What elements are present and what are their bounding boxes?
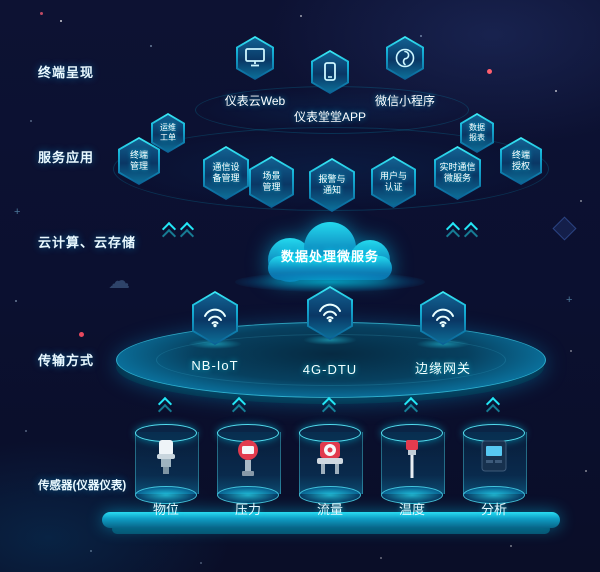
service-node-label: 报警与 通知 [318, 174, 346, 195]
service-node-label: 场景 管理 [262, 171, 281, 192]
layer-label-cloud: 云计算、云存储 [38, 235, 137, 250]
terminal-label-app: 仪表堂堂APP [293, 110, 366, 124]
service-node-label: 通信设 备管理 [212, 162, 240, 183]
service-node-label: 数据 报表 [469, 123, 485, 142]
sensor-pedestal-pressure [217, 424, 281, 504]
up-chevron-icon [321, 396, 337, 419]
sensor-label-temperature: 温度 [398, 502, 425, 517]
transport-label-4gdtu: 4G-DTU [302, 362, 358, 377]
cloud-service-label: 数据处理微服务 [280, 249, 379, 264]
service-node-label: 用户与 认证 [379, 171, 407, 192]
flow-meter-illustration [313, 438, 347, 487]
up-chevron-icon [157, 396, 173, 419]
sensor-pedestal-analysis [463, 424, 527, 504]
plus-mark-icon: + [14, 206, 21, 218]
service-node-scene-mgmt: 场景 管理 [249, 156, 294, 208]
red-accent-dots [0, 0, 3, 3]
mobile-phone-icon [311, 50, 349, 94]
service-node-user-auth: 用户与 认证 [371, 156, 416, 208]
service-node-realtime-comm: 实时通信 微服务 [434, 146, 481, 200]
transport-label-nbiot: NB-IoT [191, 358, 239, 373]
service-node-label: 实时通信 微服务 [439, 162, 476, 183]
up-chevron-icon [161, 221, 177, 244]
service-node-label: 运维 工单 [160, 123, 176, 142]
sensor-label-level: 物位 [152, 502, 179, 517]
wifi-icon [307, 286, 353, 340]
sensor-pedestal-level [135, 424, 199, 504]
up-chevron-icon [231, 396, 247, 419]
level-sensor-illustration [151, 438, 181, 487]
layer-label-transport: 传输方式 [38, 353, 95, 368]
sensor-pedestal-temperature [381, 424, 445, 504]
up-chevron-icon [403, 396, 419, 419]
service-node-terminal-authz: 终端 授权 [500, 137, 542, 185]
layer-label-services: 服务应用 [38, 150, 95, 165]
service-node-label: 终端 管理 [129, 150, 148, 171]
wechat-miniprogram-icon [386, 36, 424, 80]
terminal-node-wechat [386, 36, 424, 80]
sensor-label-analysis: 分析 [480, 502, 507, 517]
transport-node-nbiot [192, 291, 238, 345]
terminal-label-web: 仪表云Web [224, 94, 286, 108]
transport-label-edge-gateway: 边缘网关 [414, 361, 471, 376]
sensor-pedestal-flow [299, 424, 363, 504]
terminal-node-web [236, 36, 274, 80]
layer-label-sensors: 传感器(仪器仪表) [38, 480, 127, 492]
cloud-platform-ellipse [235, 272, 425, 292]
layer-label-terminal: 终端呈现 [38, 65, 95, 80]
up-chevron-icon [445, 221, 461, 244]
up-chevron-icon [463, 221, 479, 244]
pressure-transmitter-illustration [233, 438, 263, 487]
node-glow [303, 335, 357, 345]
service-node-ops-ticket: 运维 工单 [151, 113, 185, 153]
sensor-platform [102, 512, 560, 528]
sensor-label-flow: 流量 [316, 502, 343, 517]
monitor-icon [236, 36, 274, 80]
wifi-icon [192, 291, 238, 345]
terminal-label-wechat: 微信小程序 [374, 94, 435, 108]
wifi-icon [420, 291, 466, 345]
cloud-outline-icon: ☁ [108, 268, 130, 293]
analyzer-illustration [479, 438, 509, 483]
up-chevron-icon [485, 396, 501, 419]
service-node-label: 终端 授权 [511, 150, 530, 171]
service-node-comm-device-mgmt: 通信设 备管理 [203, 146, 249, 200]
terminal-node-app [311, 50, 349, 94]
plus-mark-icon: + [566, 294, 573, 306]
sensor-label-pressure: 压力 [234, 502, 261, 517]
temperature-probe-illustration [400, 438, 424, 487]
service-node-terminal-mgmt: 终端 管理 [118, 137, 160, 185]
cube-decoration-icon [552, 216, 577, 241]
sensor-platform-base [112, 524, 550, 534]
up-chevron-icon [179, 221, 195, 244]
